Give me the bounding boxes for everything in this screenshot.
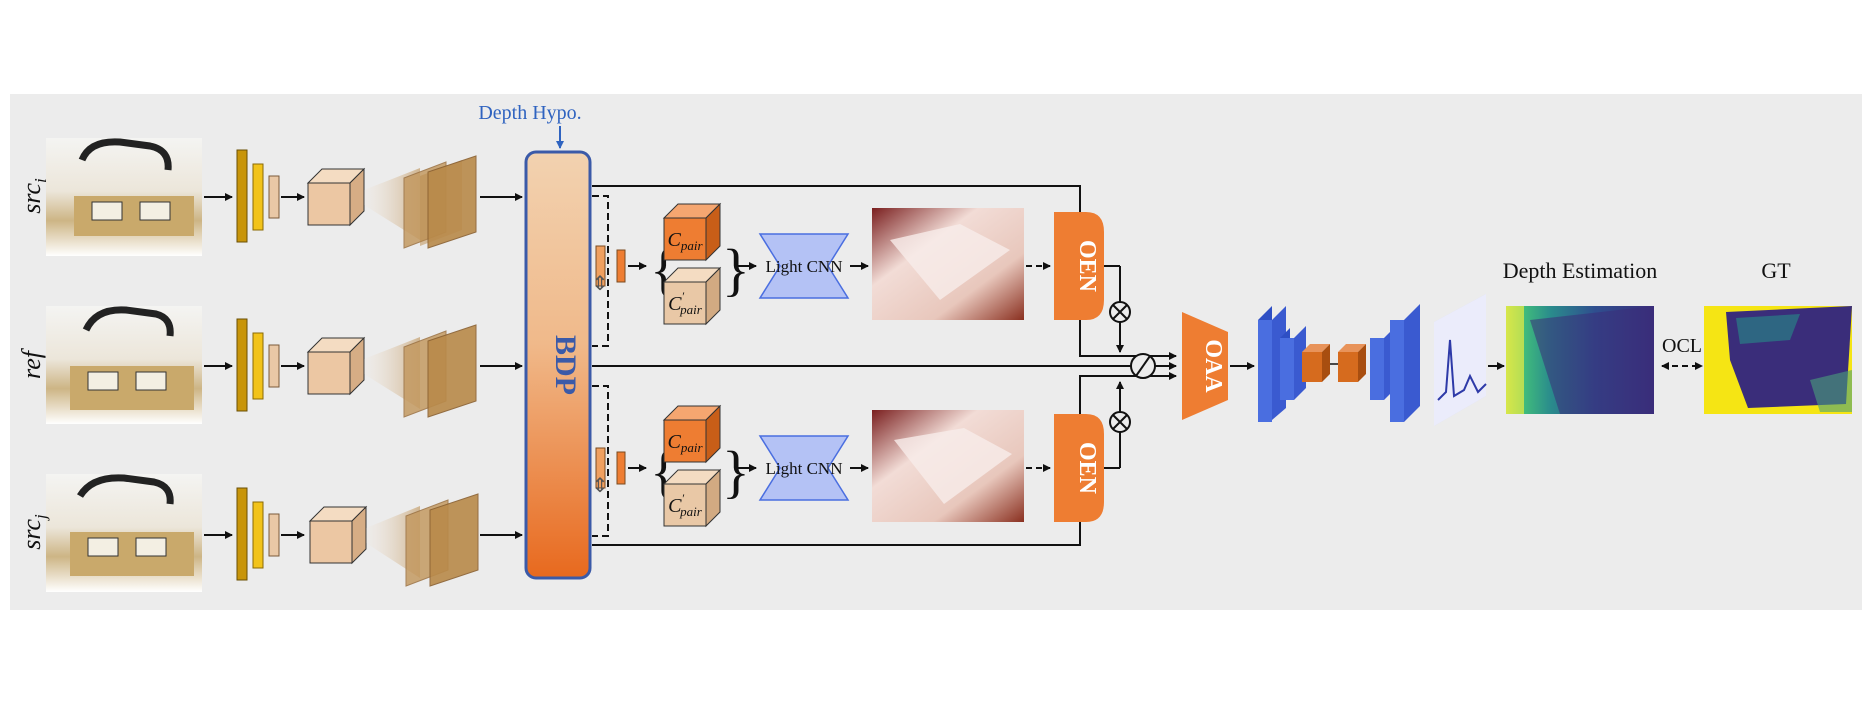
oen-block-lower — [1054, 414, 1104, 522]
dashed-bracket-bottom — [592, 385, 609, 537]
input-image-src-i — [46, 138, 202, 256]
branch-upper: ⇕ { Cpair C′pair } Light CNN OEN — [592, 202, 1131, 353]
svg-text:⇕: ⇕ — [592, 475, 609, 497]
ocl-label: OCL — [1662, 335, 1702, 357]
feature-cube-src-j — [308, 505, 368, 565]
c-pair-cube-lower: Cpair — [662, 404, 722, 464]
svg-text:Cpair: Cpair — [667, 431, 703, 455]
oaa-block — [1182, 312, 1228, 420]
svg-text:Light CNN: Light CNN — [766, 257, 843, 276]
c-pair-prime-cube-upper: C′pair — [662, 266, 722, 326]
bdp-block — [524, 150, 592, 580]
feature-cube-src-i — [306, 167, 366, 227]
svg-text:C′pair: C′pair — [668, 491, 703, 519]
regularization-network — [1258, 304, 1420, 422]
c-pair-cube-upper: Cpair — [662, 202, 722, 262]
svg-text:Light CNN: Light CNN — [766, 459, 843, 478]
light-cnn-lower — [758, 435, 850, 501]
svg-text:OEN: OEN — [1074, 240, 1100, 293]
label-ref: ref — [17, 347, 46, 379]
depth-hypo-label: Depth Hypo. — [478, 102, 581, 124]
feature-extractor-src-i — [204, 149, 523, 249]
input-image-ref — [46, 306, 202, 424]
feature-cube-ref — [306, 336, 366, 396]
svg-text:C′pair: C′pair — [668, 289, 703, 317]
gt-depth-map — [1704, 306, 1852, 414]
label-src-j: srcj — [17, 514, 50, 550]
oaa-label: OAA — [1200, 339, 1226, 393]
feature-extractor-ref — [204, 318, 523, 418]
input-image-src-j — [46, 474, 202, 592]
branch-lower: ⇕ { Cpair C′pair } Light CNN OEN — [592, 381, 1131, 528]
svg-text:}: } — [722, 237, 750, 302]
depth-estimation-map — [1506, 306, 1654, 414]
feature-extractor-src-j — [204, 487, 523, 587]
svg-text:Cpair: Cpair — [667, 229, 703, 253]
gt-label: GT — [1761, 258, 1791, 283]
light-cnn-upper — [758, 233, 850, 299]
svg-text:⇕: ⇕ — [592, 273, 609, 295]
oen-block-upper — [1054, 212, 1104, 320]
bdp-label: BDP — [549, 335, 582, 395]
dashed-bracket-top — [592, 195, 609, 347]
label-src-i: srci — [17, 178, 50, 214]
probability-volume — [1434, 294, 1487, 426]
svg-text:}: } — [722, 439, 750, 504]
svg-text:OEN: OEN — [1074, 442, 1100, 495]
depth-estimation-label: Depth Estimation — [1503, 258, 1658, 283]
c-pair-prime-cube-lower: C′pair — [662, 468, 722, 528]
